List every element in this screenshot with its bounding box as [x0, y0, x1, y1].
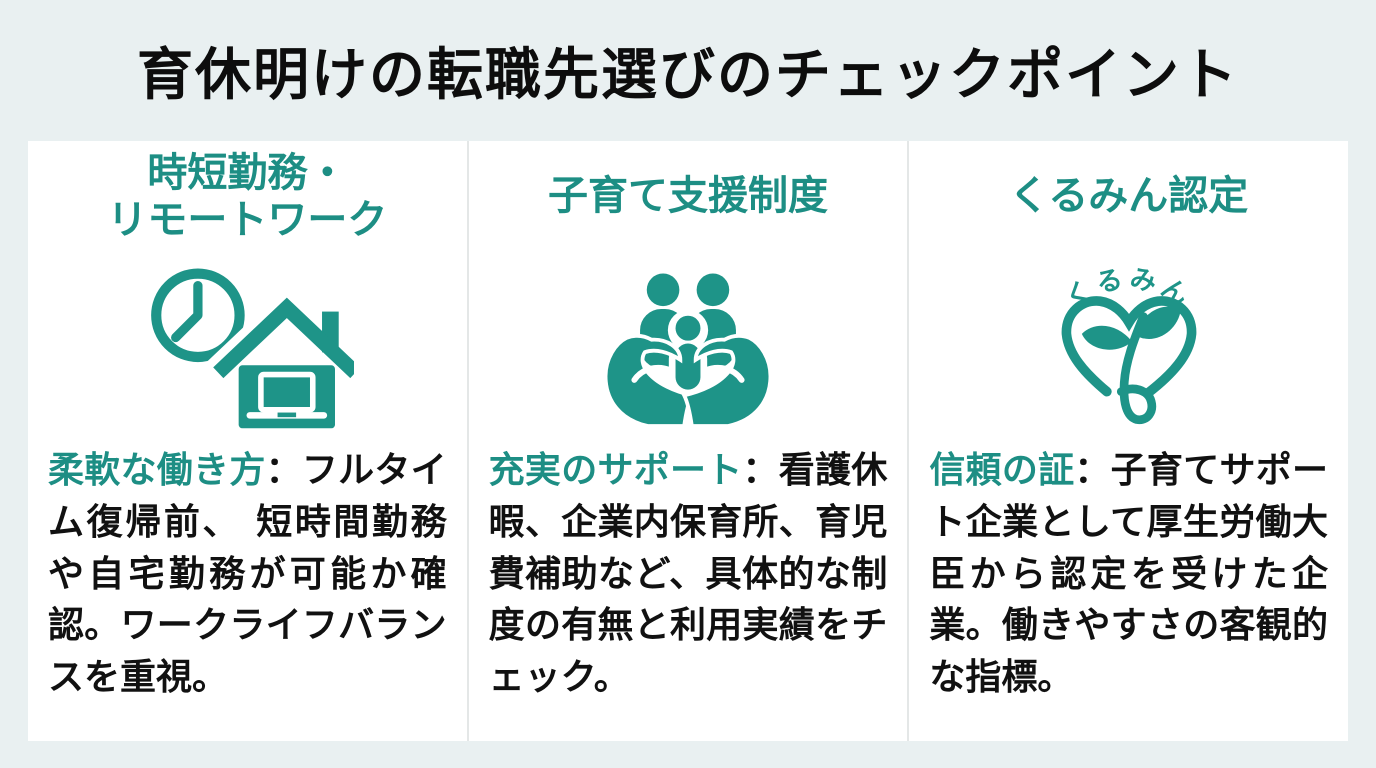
checkpoints-card: 時短勤務・ リモートワーク 柔軟な働き方：フルタイム復帰前、 短時間勤務や自宅勤… [28, 141, 1348, 741]
icon-wrap [48, 253, 447, 435]
body-text: ：子育てサポート企業として厚生労働大臣から認定を受けた企業。働きやすさの客観的な… [929, 450, 1329, 699]
column-body: 柔軟な働き方：フルタイム復帰前、 短時間勤務や自宅勤務が可能か確認。ワークライフ… [48, 445, 447, 704]
column-body: 充実のサポート：看護休暇、企業内保育所、育児費補助など、具体的な制度の有無と利用… [489, 445, 888, 704]
title-bar: 育休明けの転職先選びのチェックポイント [0, 0, 1376, 140]
hands-holding-family-icon [592, 273, 784, 426]
kurumin-certification-icon: くるみん [1060, 264, 1197, 425]
body-text: ：看護休暇、企業内保育所、育児費補助など、具体的な制度の有無と利用実績をチェック… [488, 450, 888, 699]
column-childcare-support: 子育て支援制度 充実のサポート： [466, 141, 908, 741]
page-title: 育休明けの転職先選びのチェックポイント [137, 42, 1239, 108]
clock-house-remote-work-icon [151, 268, 355, 432]
body-lead: 柔軟な働き方 [48, 450, 266, 491]
column-heading: 子育て支援制度 [548, 173, 828, 220]
column-remote-work: 時短勤務・ リモートワーク 柔軟な働き方：フルタイム復帰前、 短時間勤務や自宅勤… [28, 141, 467, 741]
body-lead: 信頼の証 [929, 450, 1075, 491]
column-body: 信頼の証：子育てサポート企業として厚生労働大臣から認定を受けた企業。働きやすさの… [929, 445, 1328, 704]
column-heading: 時短勤務・ リモートワーク [107, 149, 388, 243]
column-heading: くるみん認定 [1009, 173, 1249, 220]
body-lead: 充実のサポート [488, 450, 743, 491]
icon-wrap: くるみん [929, 253, 1328, 435]
icon-wrap [489, 253, 888, 435]
body-text: ：フルタイム復帰前、 短時間勤務や自宅勤務が可能か確認。ワークライフバランスを重… [48, 450, 447, 699]
column-kurumin: くるみん認定 くるみん 信頼の証：子育てサポート企業として厚生労働大臣から認定を… [907, 141, 1348, 741]
